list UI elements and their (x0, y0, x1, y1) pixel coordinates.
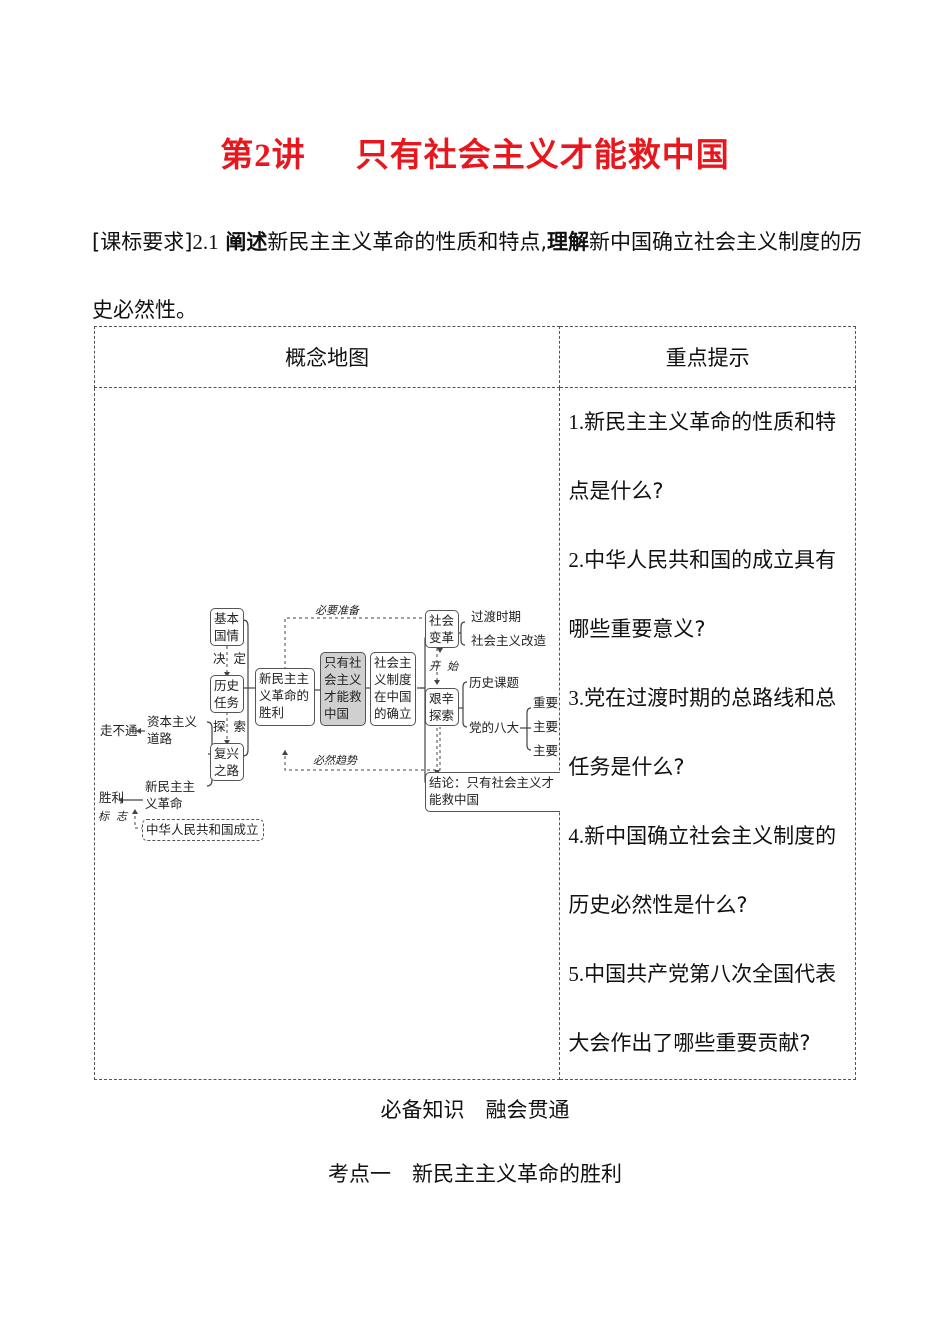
title-suffix: 讲 (271, 135, 306, 174)
keyword-elaborate: 阐述 (225, 230, 268, 254)
label-transition-period: 过渡时期 (471, 609, 522, 624)
label: 义革命的 (259, 688, 310, 703)
label: 社会 (429, 613, 455, 628)
label-victory: 胜利 (99, 790, 125, 805)
label: 义革命 (145, 796, 183, 811)
box-only-socialism: 只有社会主义才能救中国 (320, 652, 366, 726)
concept-map-cell (93, 387, 561, 1080)
question-5: 5.中国共产党第八次全国代表大会作出了哪些重要贡献? (560, 940, 855, 1078)
question-text: 党在过渡时期的总路线和总任务是什么? (568, 686, 837, 779)
question-number: 1. (568, 410, 585, 434)
label: 只有社 (324, 655, 362, 670)
label: 历史 (214, 678, 240, 693)
label-necessary-preparation: 必要准备 (315, 604, 359, 617)
label: 国情 (214, 628, 240, 643)
label: 变革 (429, 630, 455, 645)
question-number: 4. (568, 824, 585, 848)
title-number: 2 (254, 138, 272, 174)
label: 新民主主 (145, 779, 196, 794)
box-prc-founding: 中华人民共和国成立 (142, 819, 264, 841)
concept-map-diagram: 基本国情 决 定 历史任务 探 索 复兴之路 走不通 资本主义道路 新民主主义革… (95, 600, 560, 850)
label: 任务 (214, 695, 240, 710)
header-key-points: 重点提示 (559, 326, 856, 388)
requirement-tag: [课标要求] (92, 230, 193, 254)
header-concept-map: 概念地图 (93, 326, 561, 388)
label: 始 (447, 660, 458, 673)
key-points-cell: 1.新民主主义革命的性质和特点是什么? 2.中华人民共和国的成立具有哪些重要意义… (559, 387, 856, 1080)
label: 道路 (147, 731, 173, 746)
label-socialist-transformation: 社会主义改造 (471, 633, 547, 648)
question-text: 中华人民共和国的成立具有哪些重要意义? (568, 548, 837, 641)
label: 社会主 (374, 655, 412, 670)
keyword-understand: 理解 (547, 230, 590, 254)
box-historical-task: 历史任务 (210, 675, 244, 713)
title-prefix: 第 (220, 135, 255, 174)
curriculum-requirement: [课标要求]2.1 阐述新民主主义革命的性质和特点,理解新中国确立社会主义制度的… (92, 208, 872, 344)
label-capitalist-road: 资本主义道路 (147, 713, 197, 747)
question-number: 2. (568, 548, 585, 572)
label: 志 (116, 810, 127, 823)
label-inevitable-trend: 必然趋势 (313, 754, 357, 767)
box-socialist-system: 社会主义制度在中国的确立 (370, 652, 416, 726)
label-eighth-congress: 党的八大 (469, 720, 520, 735)
title-main: 只有社会主义才能救中国 (355, 135, 730, 174)
box-nd-revolution-victory: 新民主主义革命的胜利 (255, 668, 315, 726)
label: 结论：只有社会主义才 (429, 775, 555, 790)
label-new-democratic-revolution: 新民主主义革命 (145, 778, 195, 812)
label: 艰辛 (429, 691, 455, 706)
label-explore: 探 索 (213, 718, 246, 735)
question-1: 1.新民主主义革命的性质和特点是什么? (560, 388, 855, 526)
label: 义制度 (374, 672, 412, 687)
label: 探索 (429, 708, 455, 723)
section-heading-topic-one: 考点一 新民主主义革命的胜利 (328, 1162, 622, 1186)
label: 胜利 (259, 705, 285, 720)
question-4: 4.新中国确立社会主义制度的历史必然性是什么? (560, 802, 855, 940)
box-revival-road: 复兴之路 (210, 743, 244, 781)
label: 基本 (214, 611, 240, 626)
label: 复兴 (214, 746, 240, 761)
question-text: 新民主主义革命的性质和特点是什么? (568, 410, 837, 503)
label-branch-main-2: 主要 (533, 743, 559, 758)
question-number: 3. (568, 686, 585, 710)
label-begin: 开 始 (429, 658, 458, 675)
label-mark: 标 志 (98, 808, 127, 825)
label: 定 (233, 651, 246, 666)
box-basic-situation: 基本国情 (210, 608, 244, 646)
box-social-change: 社会变革 (425, 610, 459, 648)
label: 索 (233, 719, 246, 734)
label: 决 (213, 651, 226, 666)
label: 在中国 (374, 689, 412, 704)
requirement-text2: 新中国确立社会主义制度的历史必然性。 (92, 230, 863, 322)
concept-table: 概念地图 重点提示 1.新民主主义革命的性质和特点是什么? 2.中华人民共和国的… (93, 326, 856, 1080)
box-conclusion: 结论：只有社会主义才能救中国 (425, 772, 560, 812)
label: 才能救 (324, 689, 362, 704)
label: 开 (429, 660, 440, 673)
requirement-code: 2.1 (192, 230, 219, 254)
label-branch-important: 重要 (533, 695, 559, 710)
question-3: 3.党在过渡时期的总路线和总任务是什么? (560, 664, 855, 802)
label: 资本主义 (147, 714, 198, 729)
question-2: 2.中华人民共和国的成立具有哪些重要意义? (560, 526, 855, 664)
section-heading-essential-knowledge: 必备知识 融会贯通 (380, 1098, 570, 1122)
label-dead-end: 走不通 (100, 723, 138, 738)
label: 新民主主 (259, 671, 310, 686)
question-number: 5. (568, 962, 585, 986)
label-historical-topic: 历史课题 (469, 675, 520, 690)
label: 之路 (214, 763, 240, 778)
requirement-text1: 新民主主义革命的性质和特点, (267, 230, 548, 254)
label: 标 (98, 810, 109, 823)
question-text: 新中国确立社会主义制度的历史必然性是什么? (568, 824, 837, 917)
label: 会主义 (324, 672, 362, 687)
question-text: 中国共产党第八次全国代表大会作出了哪些重要贡献? (568, 962, 837, 1055)
page-title: 第2讲 只有社会主义才能救中国 (0, 128, 950, 176)
label: 能救中国 (429, 792, 480, 807)
label: 中国 (324, 706, 350, 721)
box-hard-exploration: 艰辛探索 (425, 688, 459, 726)
label-decide: 决 定 (213, 650, 246, 667)
label: 探 (213, 719, 226, 734)
label: 的确立 (374, 706, 412, 721)
label-branch-main-1: 主要 (533, 719, 559, 734)
